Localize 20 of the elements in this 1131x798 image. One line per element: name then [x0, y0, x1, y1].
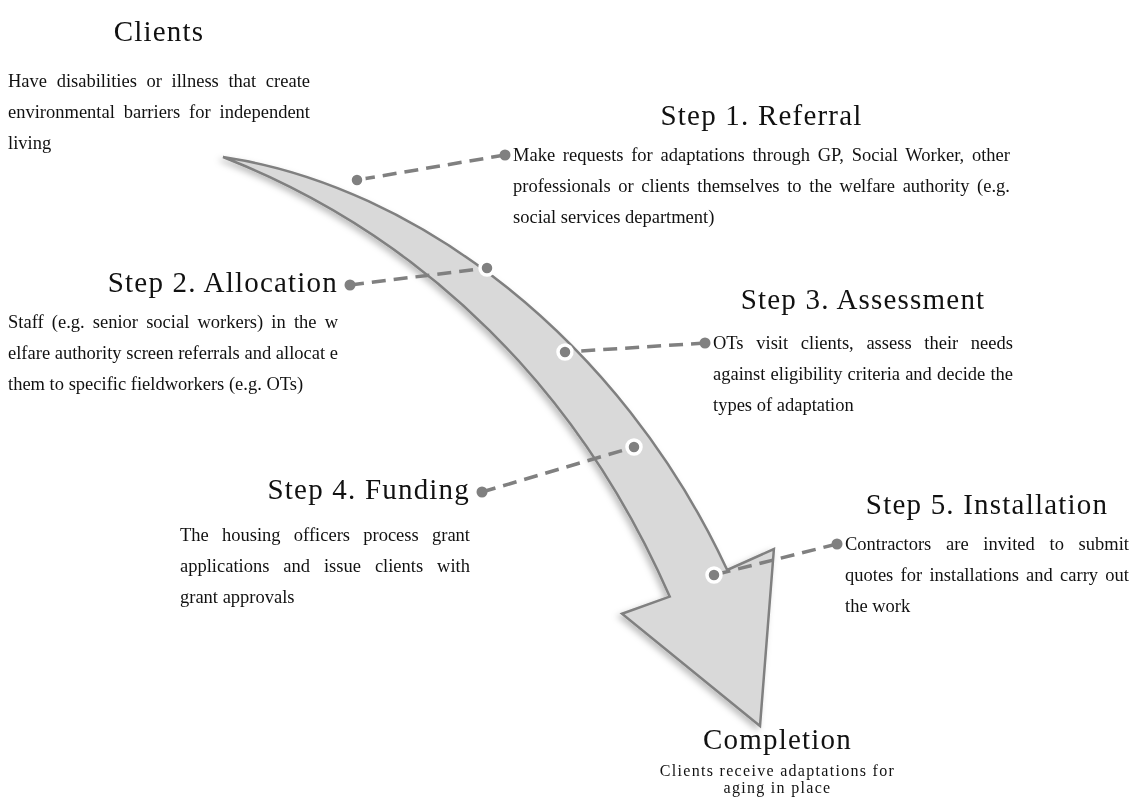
step-description: OTs visit clients, assess their needs against eligibility criteria and decide the types of adaptation: [713, 332, 1013, 417]
step-heading: Clients: [112, 14, 206, 48]
step-heading: Step 1. Referral: [659, 98, 864, 132]
step-heading: Step 2. Allocation: [106, 265, 338, 299]
step-description: Staff (e.g. senior social workers) in the w elfare authority screen referrals and allocat e them to specific fieldworkers (e.g. OTs): [8, 311, 338, 396]
leader-line: [476, 438, 643, 498]
leader-line: [556, 337, 711, 361]
step-description: The housing officers process grant applications and issue clients with grant approvals: [180, 524, 470, 609]
step-description: Contractors are invited to submit quotes for installations and carry out the work: [845, 533, 1129, 618]
curved-block-arrow: [221, 155, 776, 728]
step-heading: Step 4. Funding: [266, 472, 470, 506]
step-heading: Step 3. Assessment: [739, 282, 987, 316]
leader-line: [705, 538, 843, 584]
step-description: Have disabilities or illness that create environmental barriers for independent living: [8, 70, 310, 155]
step-description: Clients receive adaptations for aging in place: [658, 762, 897, 796]
leader-line: [348, 149, 511, 189]
step-heading: Step 5. Installation: [864, 487, 1110, 521]
step-description: Make requests for adaptations through GP, Social Worker, other professionals or clients themselves to the welfare authority (e.g. social services department): [513, 144, 1010, 229]
leader-line: [344, 259, 496, 291]
step-heading: Completion: [702, 722, 853, 756]
